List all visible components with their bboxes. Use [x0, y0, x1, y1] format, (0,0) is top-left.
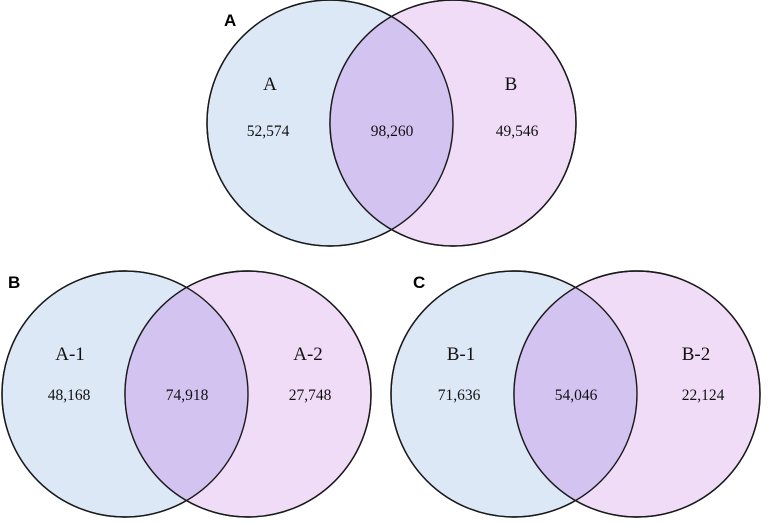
count-left-only: 52,574	[247, 123, 290, 140]
set-overlap	[125, 271, 248, 517]
venn-panel-a: A A B 52,574 98,260 49,546	[206, 0, 577, 247]
count-left-only: 71,636	[438, 387, 481, 404]
set-circle-right-outline	[329, 0, 577, 247]
count-shared: 98,260	[371, 123, 414, 140]
venn-panel-b: B A-1 A-2 48,168 74,918 27,748	[1, 270, 372, 518]
set-circle-right-outline	[124, 270, 372, 518]
panel-letter-c: C	[413, 273, 425, 292]
set-circle-right-outline	[513, 270, 761, 518]
count-shared: 74,918	[166, 387, 209, 404]
panel-letter-a: A	[224, 11, 236, 30]
set-circle-left-outline	[206, 0, 454, 247]
set-overlap	[514, 271, 637, 517]
count-right-only: 27,748	[289, 387, 332, 404]
count-shared: 54,046	[555, 387, 598, 404]
set-circle-left-outline	[1, 270, 249, 518]
venn-panel-c: C B-1 B-2 71,636 54,046 22,124	[390, 270, 761, 518]
set-label-right: A-2	[293, 344, 323, 365]
set-overlap	[330, 0, 453, 246]
panel-letter-b: B	[8, 273, 20, 292]
set-label-right: B-2	[682, 344, 711, 365]
set-label-left: B-1	[447, 344, 476, 365]
count-right-only: 22,124	[682, 387, 725, 404]
set-circle-left-outline	[390, 270, 638, 518]
count-right-only: 49,546	[496, 123, 539, 140]
set-label-right: B	[505, 74, 518, 95]
set-label-left: A-1	[55, 344, 85, 365]
set-label-left: A	[263, 74, 277, 95]
count-left-only: 48,168	[48, 387, 91, 404]
